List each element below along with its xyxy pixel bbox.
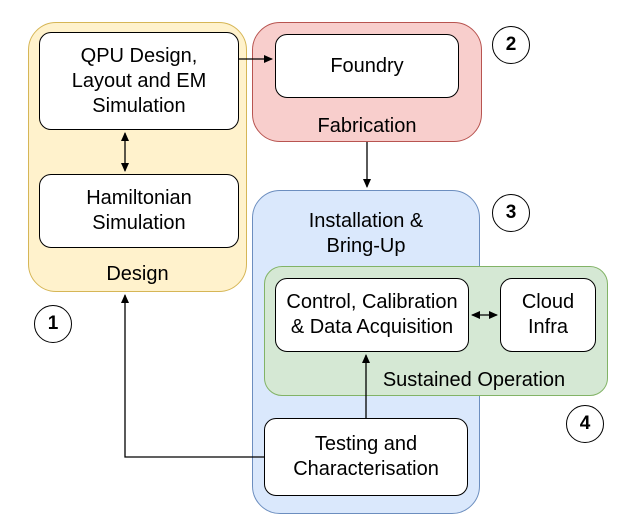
hamiltonian-simulation-box[interactable]: Hamiltonian Simulation xyxy=(39,174,239,248)
control-calibration-box[interactable]: Control, Calibration & Data Acquisition xyxy=(275,278,469,352)
sustained-operation-region-label: Sustained Operation xyxy=(382,369,566,391)
step-2-badge: 2 xyxy=(492,26,530,64)
installation-region-label: Installation & Bring-Up xyxy=(308,210,424,257)
fabrication-region-label: Fabrication xyxy=(317,115,417,137)
design-region-label: Design xyxy=(106,263,169,285)
arrow-testing-to-design xyxy=(121,294,264,458)
cloud-infra-box[interactable]: Cloud Infra xyxy=(500,278,596,352)
foundry-box[interactable]: Foundry xyxy=(275,34,459,98)
testing-characterisation-box[interactable]: Testing and Characterisation xyxy=(264,418,468,496)
step-3-badge: 3 xyxy=(492,194,530,232)
step-1-badge: 1 xyxy=(34,305,72,343)
qpu-design-box[interactable]: QPU Design, Layout and EM Simulation xyxy=(39,32,239,130)
step-4-badge: 4 xyxy=(566,405,604,443)
